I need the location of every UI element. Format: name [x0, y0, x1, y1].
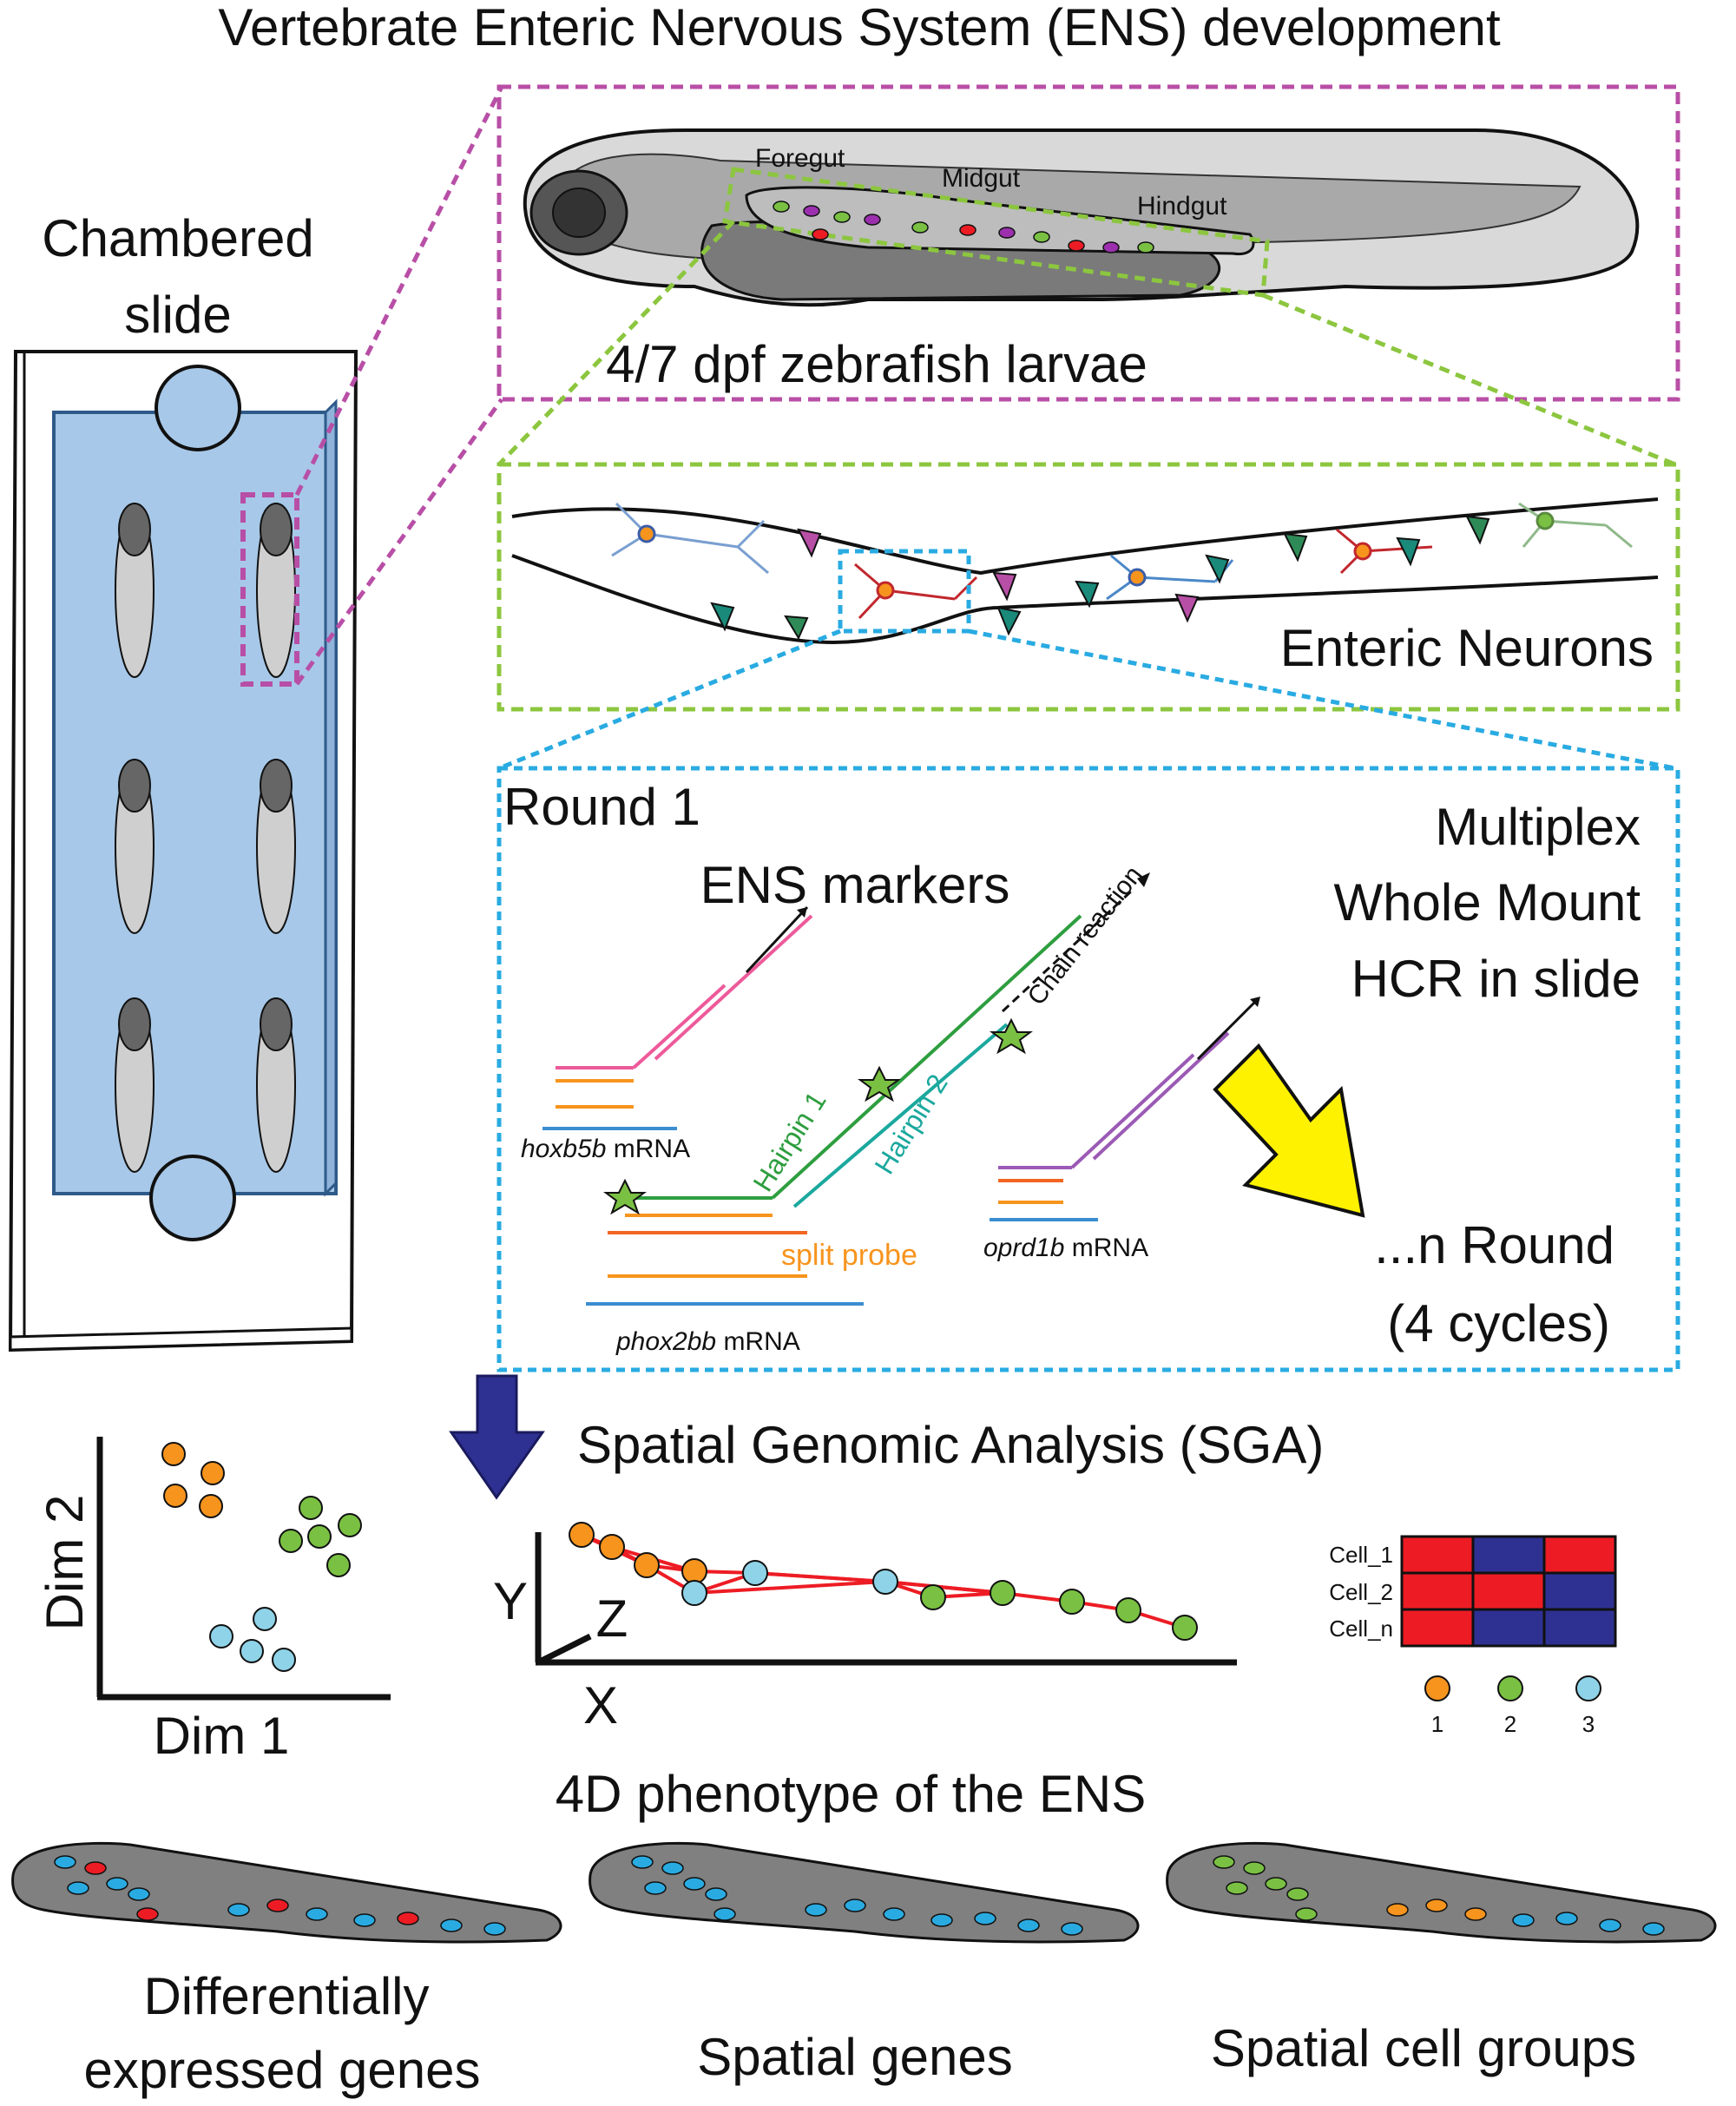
dim1-label: Dim 1	[154, 1707, 290, 1765]
output-spatial-genes: Spatial genes	[697, 2028, 1013, 2086]
group-label-2: 2	[1504, 1711, 1516, 1737]
phenotype-title: 4D phenotype of the ENS	[556, 1765, 1146, 1823]
hcr-panel: Round 1 ENS markers Multiplex Whole Moun…	[496, 766, 1680, 1372]
method-line3: HCR in slide	[1351, 950, 1641, 1008]
hoxb5b-probe: hoxb5b mRNA	[521, 905, 813, 1163]
axis-x-label: X	[583, 1676, 618, 1734]
group-label-1: 1	[1431, 1711, 1443, 1737]
sga-arrow	[449, 1374, 545, 1500]
cell-heatmap: Cell_1 Cell_2 Cell_n 1 2 3	[1329, 1535, 1617, 1737]
gut-map-cell-groups: Spatial cell groups	[1166, 1841, 1717, 2077]
next-round-arrow	[1213, 1043, 1365, 1218]
oprd1b-probe: oprd1b mRNA	[983, 997, 1260, 1262]
group-label-3: 3	[1582, 1711, 1595, 1737]
phox2bb-label: phox2bb mRNA	[615, 1327, 800, 1356]
gut-map-deg: Differentially expressed genes	[11, 1841, 562, 2099]
hcr-round-label: Round 1	[503, 778, 700, 836]
sga-title: Spatial Genomic Analysis (SGA)	[577, 1416, 1324, 1474]
region-hindgut: Hindgut	[1137, 192, 1227, 220]
hoxb5b-label: hoxb5b mRNA	[521, 1135, 690, 1163]
output-deg-line1: Differentially	[143, 1967, 429, 2025]
slide-label-line2: slide	[124, 286, 231, 344]
rounds-line1: ...n Round	[1374, 1216, 1614, 1274]
split-probe-label: split probe	[781, 1239, 917, 1272]
dim2-label: Dim 2	[36, 1495, 94, 1631]
method-line2: Whole Mount	[1334, 873, 1641, 931]
oprd1b-label: oprd1b mRNA	[983, 1234, 1148, 1262]
output-deg-line2: expressed genes	[84, 2041, 481, 2099]
output-spatial-cell-groups: Spatial cell groups	[1211, 2019, 1636, 2077]
larva-panel: Foregut Midgut Hindgut 4/7 dpf zebrafish…	[496, 84, 1680, 402]
spatial-plot: Y Z X	[493, 1522, 1237, 1734]
heatmap-row-celln: Cell_n	[1329, 1616, 1393, 1642]
embedding-plot: Dim 2 Dim 1	[36, 1437, 391, 1765]
region-foregut: Foregut	[755, 144, 845, 173]
larva-caption: 4/7 dpf zebrafish larvae	[606, 335, 1147, 393]
gut-map-spatial-genes: Spatial genes	[589, 1841, 1140, 2086]
chambered-slide: Chambered slide	[8, 209, 358, 1352]
sga-section: Spatial Genomic Analysis (SGA) Dim 2 Dim…	[36, 1374, 1617, 1765]
ens-markers-label: ENS markers	[700, 856, 1010, 914]
figure-title: Vertebrate Enteric Nervous System (ENS) …	[218, 0, 1501, 56]
axis-y-label: Y	[493, 1572, 528, 1630]
region-midgut: Midgut	[942, 164, 1021, 193]
rounds-line2: (4 cycles)	[1387, 1294, 1610, 1352]
neurons-caption: Enteric Neurons	[1280, 619, 1654, 677]
phox2bb-probe: Hairpin 1 Hairpin 2 Chain reaction split…	[586, 861, 1150, 1356]
chain-reaction-label: Chain reaction	[1023, 861, 1148, 1011]
method-line1: Multiplex	[1435, 798, 1641, 856]
heatmap-row-cell1: Cell_1	[1329, 1542, 1393, 1568]
slide-label-line1: Chambered	[42, 209, 314, 267]
neurons-panel: Enteric Neurons	[496, 462, 1680, 712]
heatmap-row-cell2: Cell_2	[1329, 1579, 1393, 1605]
axis-z-label: Z	[596, 1589, 628, 1648]
